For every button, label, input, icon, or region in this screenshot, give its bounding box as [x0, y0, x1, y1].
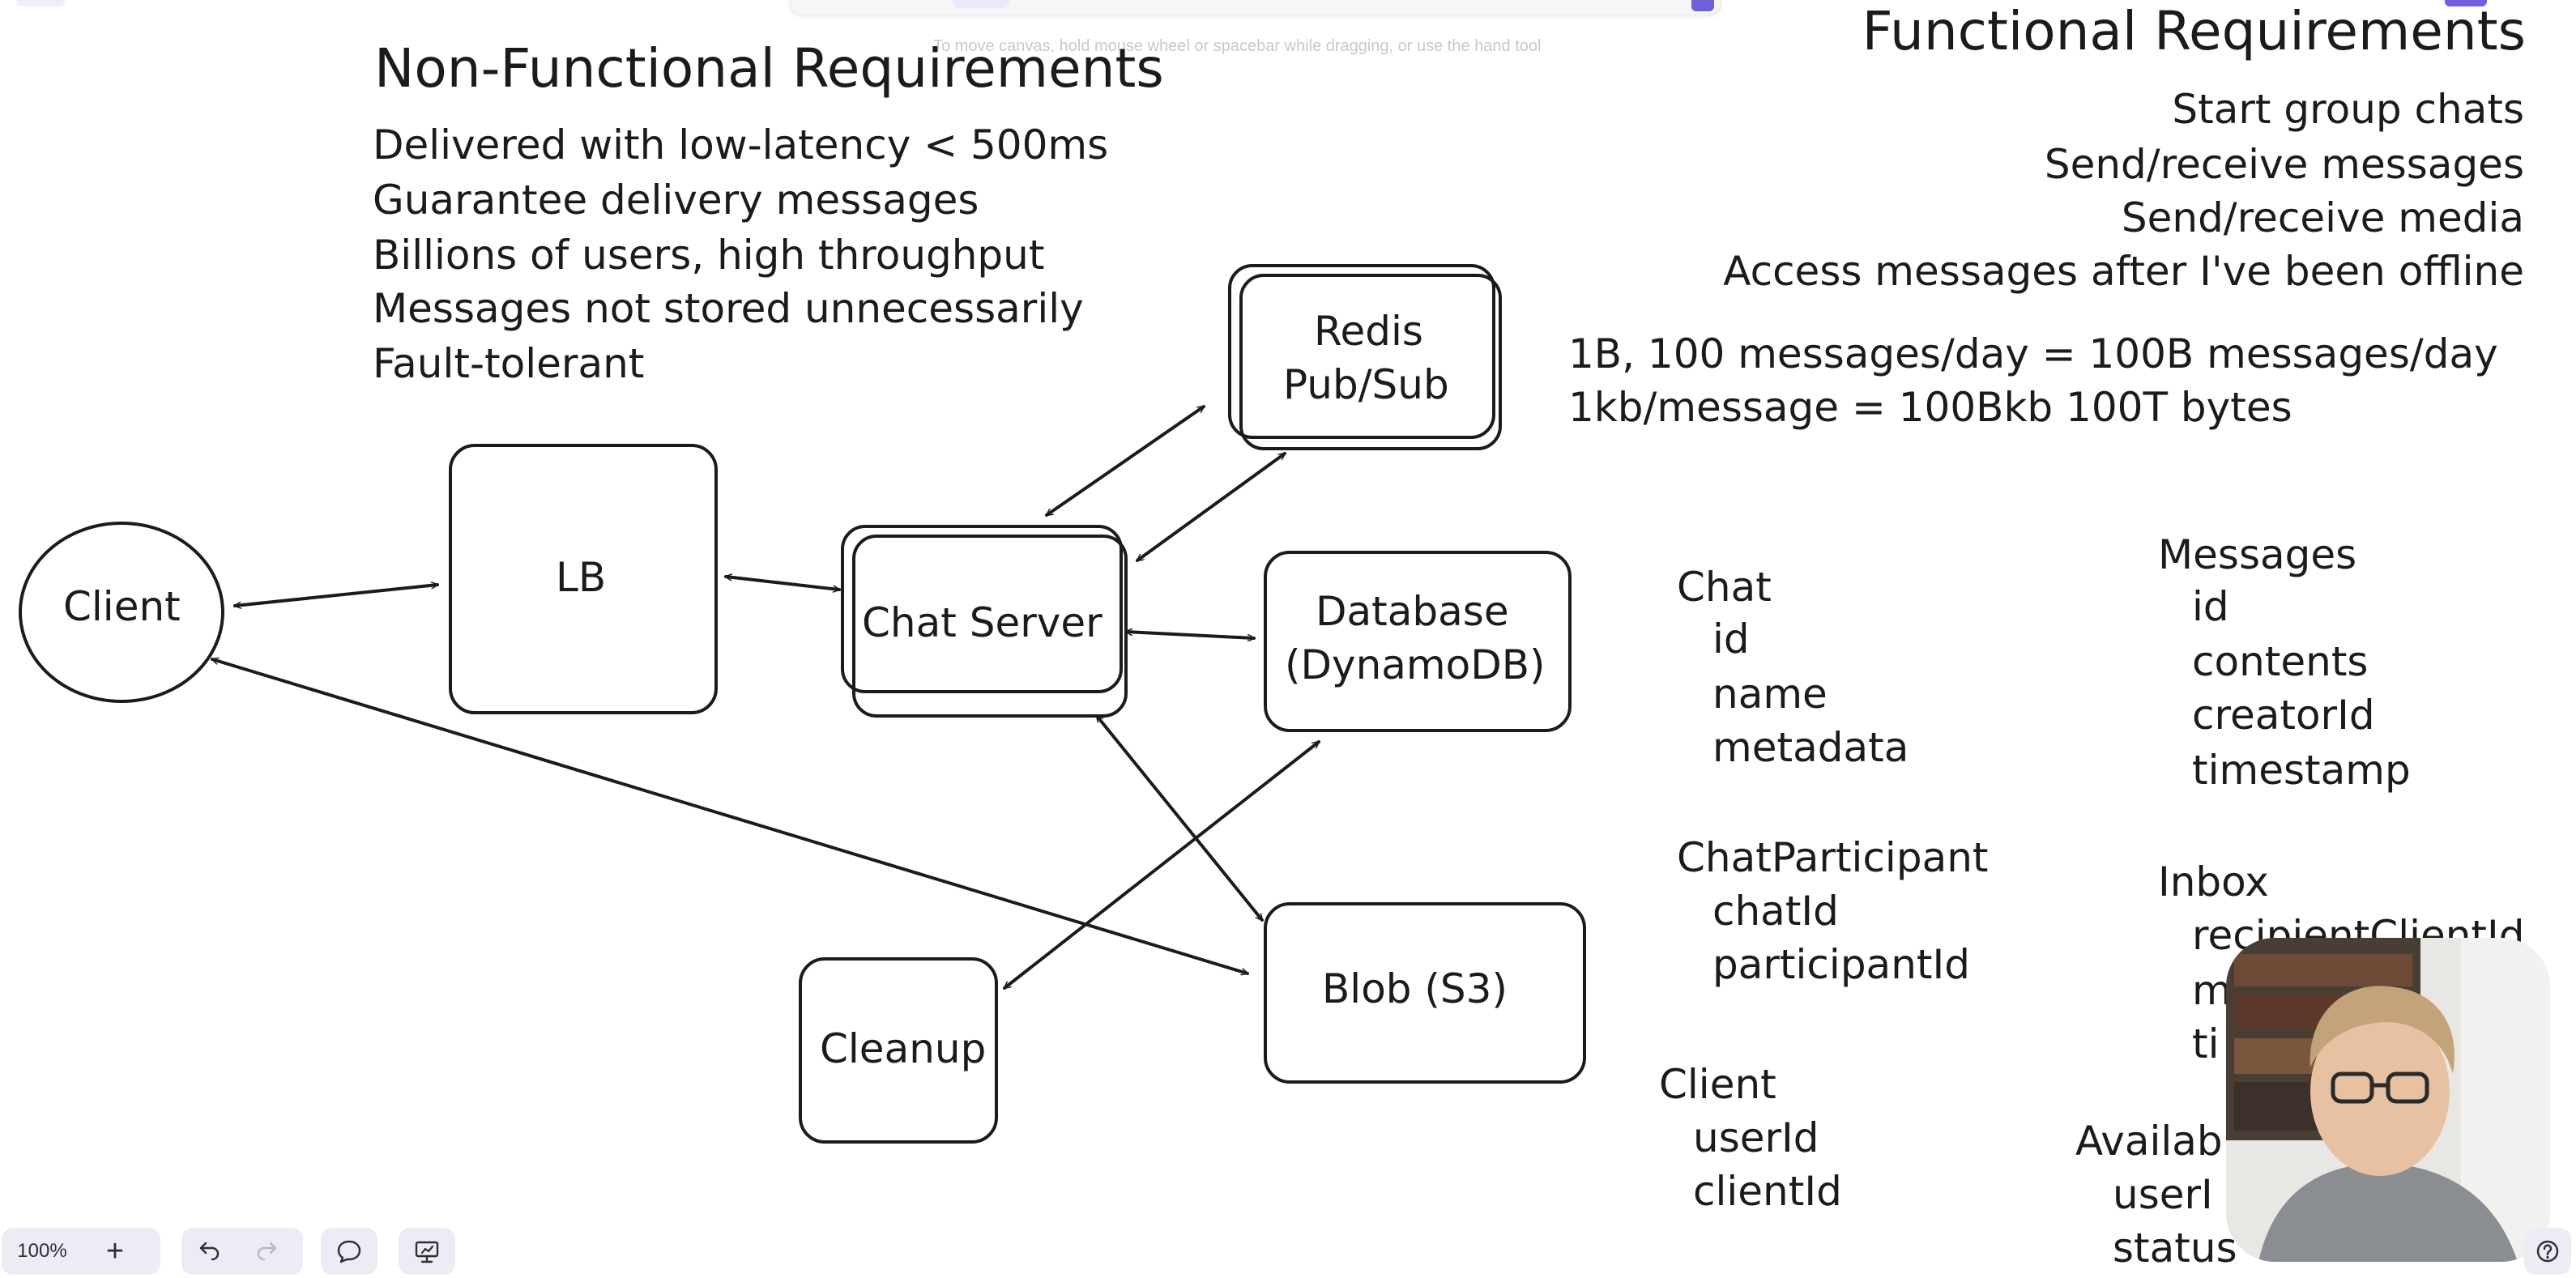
schema-chat-title: Chat	[1677, 564, 1772, 611]
functional-item: Send/receive messages	[2044, 141, 2524, 188]
history-controls	[181, 1228, 303, 1275]
schema-field: m	[2192, 967, 2232, 1014]
redis-node[interactable]	[1228, 264, 1502, 450]
top-toolbar[interactable]	[790, 0, 1721, 15]
nonfunctional-item: Delivered with low-latency < 500ms	[373, 121, 1109, 168]
client-label: Client	[63, 583, 181, 630]
schema-field: chatId	[1712, 888, 1839, 935]
client-node[interactable]	[19, 522, 224, 703]
lb-chatserver-arrow[interactable]	[724, 577, 841, 590]
share-button[interactable]	[2445, 0, 2487, 6]
presenter-webcam	[2226, 938, 2550, 1262]
estimate-line: 1B, 100 messages/day = 100B messages/day	[1568, 330, 2498, 377]
schema-field: id	[2192, 583, 2229, 630]
nonfunctional-item: Guarantee delivery messages	[373, 177, 979, 224]
schema-field: creatorId	[2192, 692, 2375, 739]
present-control	[399, 1228, 455, 1275]
chatserver-database-arrow[interactable]	[1124, 632, 1256, 638]
comment-icon[interactable]	[321, 1228, 377, 1275]
active-tool-indicator[interactable]	[953, 0, 1009, 8]
estimate-line: 1kb/message = 100Bkb 100T bytes	[1568, 384, 2292, 431]
redis-chatserver-arrow[interactable]	[1137, 452, 1285, 562]
functional-title: Functional Requirements	[1862, 0, 2526, 62]
blob-node[interactable]	[1264, 902, 1586, 1084]
nonfunctional-item: Billions of users, high throughput	[373, 232, 1045, 279]
help-icon[interactable]	[2524, 1228, 2571, 1275]
schema-field: timestamp	[2192, 747, 2411, 794]
schema-availability-title: Availab	[2075, 1118, 2223, 1165]
schema-field: ti	[2192, 1020, 2220, 1067]
blob-label: Blob (S3)	[1322, 965, 1508, 1012]
schema-messages-title: Messages	[2158, 531, 2357, 578]
zoom-in-button[interactable]: +	[105, 1233, 125, 1268]
redo-icon[interactable]	[238, 1228, 295, 1275]
functional-item: Send/receive media	[2121, 194, 2524, 241]
client-blob-arrow[interactable]	[212, 659, 1247, 973]
schema-field: clientId	[1693, 1168, 1842, 1215]
schema-field: userI	[2113, 1171, 2213, 1218]
zoom-controls: 100% +	[2, 1228, 160, 1275]
schema-field: metadata	[1712, 724, 1909, 771]
redis-label: Pub/Sub	[1283, 361, 1449, 408]
chatserver-blob-arrow[interactable]	[1095, 714, 1264, 922]
database-label: Database	[1316, 588, 1509, 635]
client-lb-arrow[interactable]	[233, 585, 439, 606]
schema-chatparticipant-title: ChatParticipant	[1677, 834, 1989, 881]
schema-field: participantId	[1712, 941, 1970, 988]
presenter-video	[2226, 938, 2550, 1262]
canvas-hint: To move canvas, hold mouse wheel or spac…	[933, 37, 1542, 55]
chatserver-redis-arrow[interactable]	[1047, 405, 1204, 517]
undo-icon[interactable]	[181, 1228, 238, 1275]
database-node[interactable]	[1264, 551, 1572, 732]
lb-label: LB	[556, 554, 607, 601]
cleanup-label: Cleanup	[820, 1025, 987, 1072]
schema-field: userId	[1693, 1114, 1819, 1161]
functional-item: Access messages after I've been offline	[1723, 248, 2524, 295]
schema-field: id	[1712, 616, 1750, 662]
schema-field: contents	[2192, 638, 2369, 685]
zoom-level[interactable]: 100%	[17, 1240, 67, 1262]
nonfunctional-item: Messages not stored unnecessarily	[373, 285, 1084, 332]
lock-icon[interactable]	[1691, 0, 1714, 11]
database-label: (DynamoDB)	[1285, 641, 1546, 688]
redis-label: Redis	[1314, 308, 1423, 355]
top-left-tab[interactable]	[16, 0, 65, 6]
functional-item: Start group chats	[2172, 86, 2524, 133]
chat-server-label: Chat Server	[862, 599, 1102, 646]
cleanup-database-arrow[interactable]	[1003, 740, 1320, 990]
nonfunctional-item: Fault-tolerant	[373, 340, 645, 387]
nonfunctional-title: Non-Functional Requirements	[374, 37, 1164, 100]
schema-inbox-title: Inbox	[2158, 858, 2269, 905]
schema-field: status	[2113, 1225, 2237, 1272]
present-icon[interactable]	[399, 1228, 455, 1275]
comment-control	[321, 1228, 377, 1275]
schema-field: name	[1712, 671, 1828, 718]
schema-client-title: Client	[1659, 1061, 1776, 1108]
